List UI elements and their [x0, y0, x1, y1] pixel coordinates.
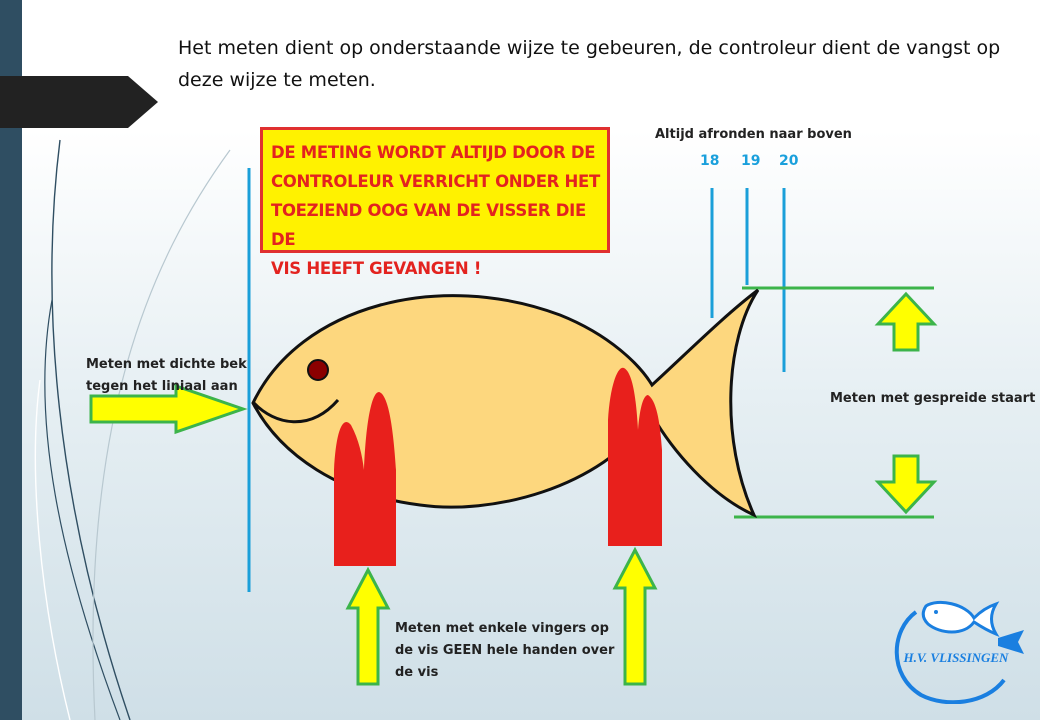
left-accent-bar [0, 0, 22, 720]
tick-label-19: 19 [741, 153, 761, 169]
fish-body [251, 288, 760, 519]
tail-down-arrow [874, 454, 938, 515]
fingers-back-arrow [612, 546, 658, 686]
tail-up-arrow [874, 291, 938, 352]
fish-mouth [252, 399, 340, 424]
warning-line: TOEZIEND OOG VAN DE VISSER DIE DE [271, 201, 586, 249]
mouth-note: Meten met dichte bek tegen het liniaal a… [86, 357, 247, 394]
warning-box: DE METING WORDT ALTIJD DOOR DE CONTROLEU… [260, 127, 610, 278]
fish-eye [307, 359, 329, 381]
tail-note: Meten met gespreide staart [830, 391, 1036, 406]
club-logo: H.V. VLISSINGEN [894, 601, 1024, 704]
tick-label-20: 20 [779, 153, 799, 169]
mouth-arrow [89, 383, 248, 435]
warning-line: CONTROLEUR VERRICHT ONDER HET [271, 172, 600, 191]
fingers-back [608, 367, 662, 546]
title-arrow-tab [0, 76, 158, 128]
intro-text: Het meten dient op onderstaande wijze te… [178, 37, 1001, 91]
fingers-front-arrow [345, 566, 391, 686]
decorative-swooshes [34, 139, 231, 720]
warning-line: VIS HEEFT GEVANGEN ! [271, 259, 482, 278]
finger-note: Meten met enkele vingers op de vis GEEN … [395, 621, 615, 680]
warning-line: DE METING WORDT ALTIJD DOOR DE [271, 143, 596, 162]
logo-text: H.V. VLISSINGEN [903, 650, 1009, 665]
fingers-front [334, 392, 396, 566]
tick-label-18: 18 [700, 153, 720, 169]
rounding-label: Altijd afronden naar boven [655, 127, 852, 142]
